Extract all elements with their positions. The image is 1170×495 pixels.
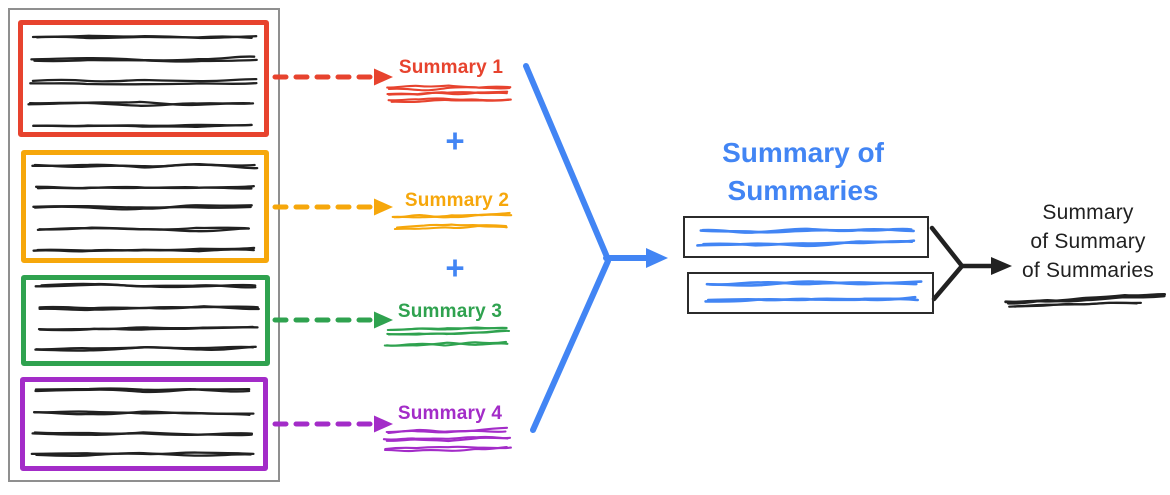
document-chunk-1 [18,20,269,137]
final-line-1: Summary [1042,201,1134,224]
merged-summary-box-2 [687,272,934,314]
document-chunk-2 [21,150,269,263]
title-line-2: Summaries [727,175,879,206]
summary-3-label: Summary 3 [397,301,503,322]
summary-1-label: Summary 1 [398,57,504,78]
final-line-2: of Summary [1030,230,1146,253]
title-line-1: Summary of [722,137,884,168]
merged-summary-box-1 [683,216,929,258]
plus-sign-1: + [445,122,465,159]
summary-4-label: Summary 4 [397,403,503,424]
source-document [8,8,280,482]
summary-2-label: Summary 2 [404,190,510,211]
document-chunk-3 [21,275,270,366]
summary-of-summaries-title: Summary of Summaries [683,134,923,210]
plus-sign-2: + [445,249,465,286]
final-summary-title: Summary of Summary of Summaries [1000,198,1170,285]
final-line-3: of Summaries [1022,259,1154,282]
document-chunk-4 [20,377,268,471]
